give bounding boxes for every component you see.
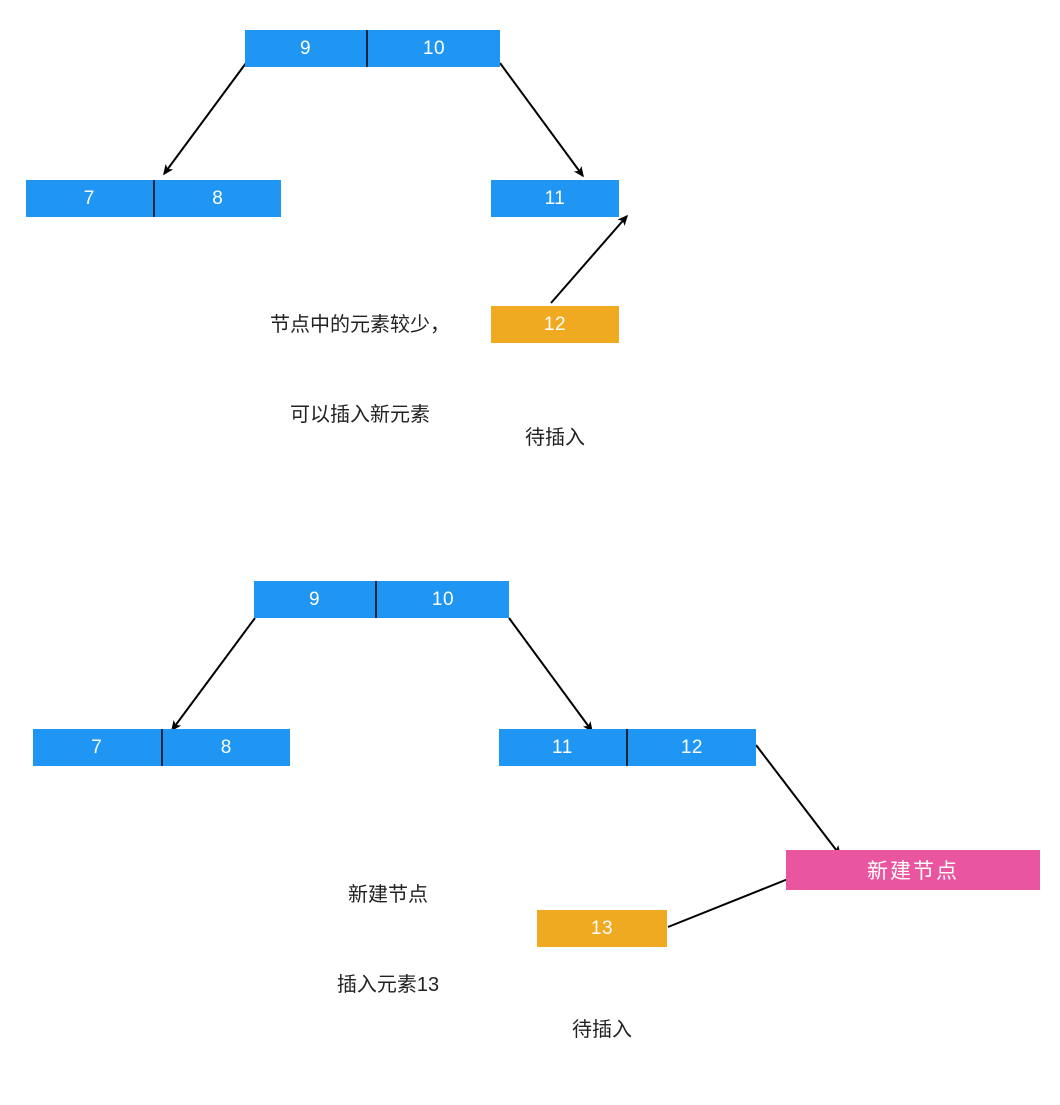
- node-bottom-pending: 13: [537, 910, 667, 947]
- node-bottom-right-child: 11 12: [499, 729, 756, 766]
- caption-line: 节点中的元素较少，: [270, 314, 450, 336]
- node-cell: 10: [365, 30, 500, 67]
- arrow-top-pending-to-node: [550, 214, 628, 304]
- node-cell: 9: [308, 588, 321, 610]
- node-cell: 新建节点: [867, 860, 959, 883]
- caption-top-note: 节点中的元素较少， 可以插入新元素: [220, 250, 500, 490]
- node-cell: 11: [552, 736, 573, 758]
- node-cell: 7: [91, 736, 103, 758]
- caption-bottom-note: 新建节点 插入元素13: [268, 820, 508, 1060]
- arrow-bottom-node-to-newnode: [755, 744, 841, 857]
- arrow-top-root-to-left: [163, 62, 247, 176]
- caption-line: 待插入: [525, 427, 585, 449]
- node-top-pending: 12: [491, 306, 619, 343]
- arrow-bottom-root-to-left: [171, 617, 256, 732]
- node-cell: 8: [152, 180, 282, 217]
- node-cell: 11: [544, 187, 566, 209]
- node-cell: 7: [83, 187, 95, 209]
- node-cell: 12: [543, 313, 567, 335]
- caption-line: 新建节点: [348, 884, 428, 906]
- node-cell: 9: [299, 37, 312, 59]
- node-top-right-child: 11: [491, 180, 619, 217]
- node-bottom-new-node: 新建节点: [786, 850, 1040, 890]
- caption-line: 插入元素13: [336, 974, 440, 996]
- arrow-bottom-root-to-right: [508, 617, 593, 733]
- caption-line: 可以插入新元素: [290, 404, 430, 426]
- node-top-left-child: 7 8: [26, 180, 281, 217]
- node-cell: 13: [590, 917, 614, 939]
- node-cell: 12: [625, 729, 756, 766]
- node-bottom-root: 9 10: [254, 581, 509, 618]
- node-bottom-left-child: 7 8: [33, 729, 290, 766]
- arrow-top-root-to-right: [499, 62, 584, 178]
- caption-bottom-pending-label: 待插入: [502, 955, 702, 1105]
- node-top-root: 9 10: [245, 30, 500, 67]
- caption-line: 待插入: [572, 1019, 632, 1041]
- node-cell: 8: [160, 729, 291, 766]
- diagram-canvas: 9 10 7 8 11 12 节点中的元素较少， 可以插入新元素 待插入 9 1…: [26, 30, 1040, 1041]
- caption-top-pending-label: 待插入: [455, 363, 655, 513]
- node-cell: 10: [374, 581, 509, 618]
